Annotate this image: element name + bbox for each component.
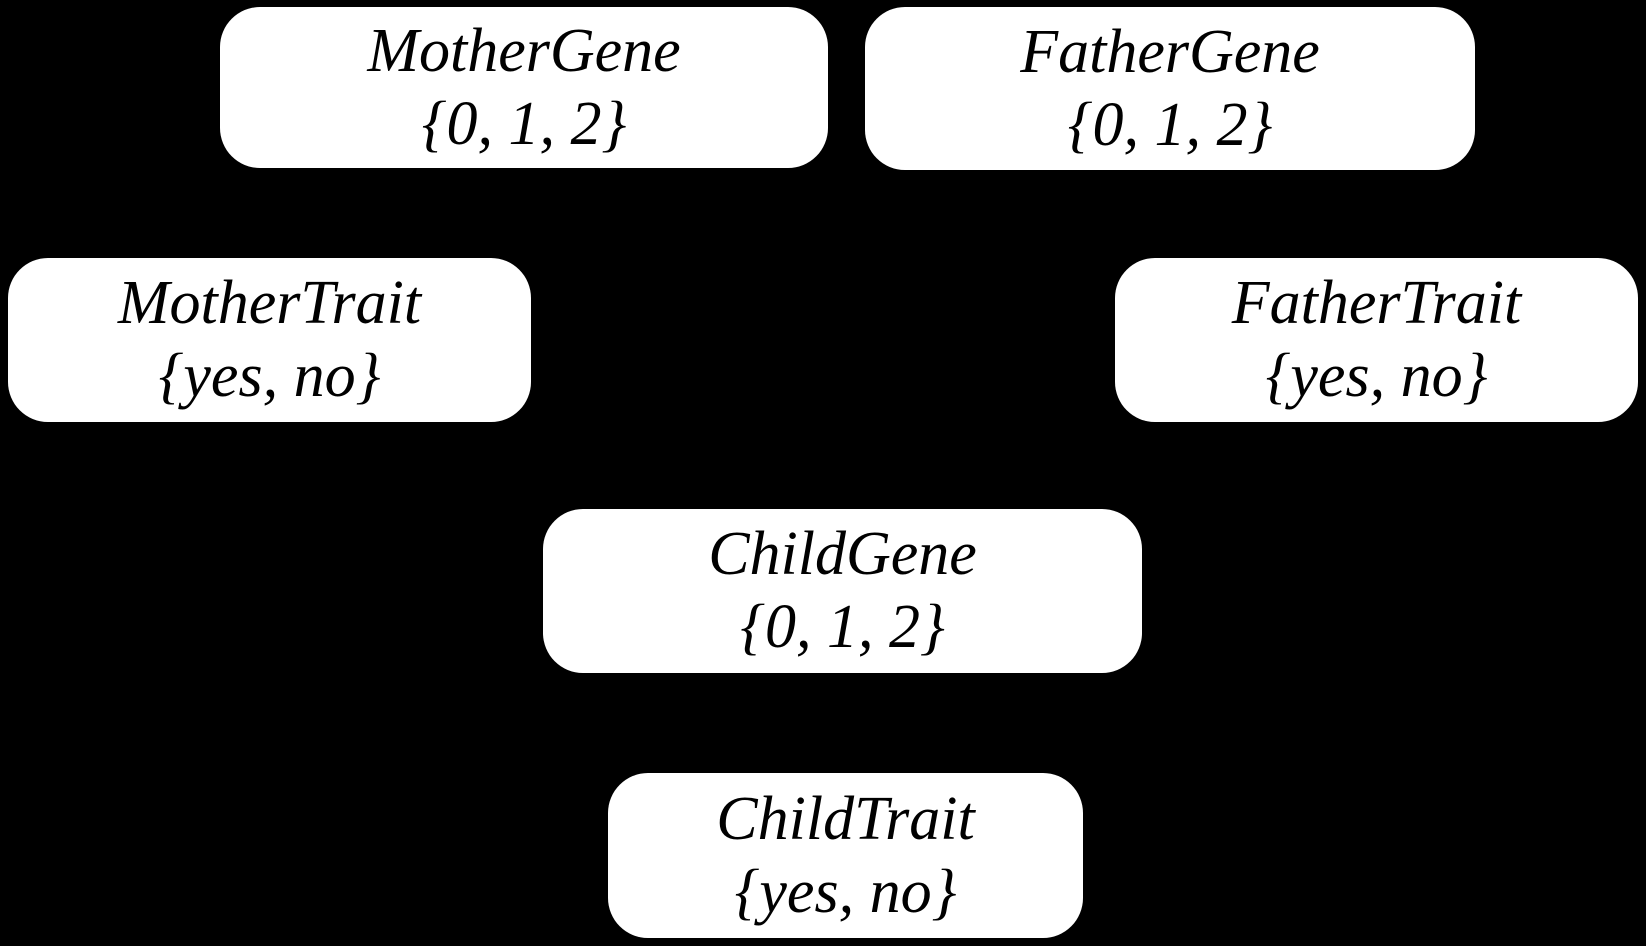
node-label: MotherTrait <box>117 269 422 337</box>
node-mother-gene: MotherGene {0, 1, 2} <box>220 7 828 168</box>
node-values: {0, 1, 2} <box>740 593 945 661</box>
node-values: {yes, no} <box>1265 342 1488 410</box>
node-values: {yes, no} <box>158 342 381 410</box>
node-father-trait: FatherTrait {yes, no} <box>1115 258 1638 422</box>
node-mother-trait: MotherTrait {yes, no} <box>8 258 531 422</box>
node-child-gene: ChildGene {0, 1, 2} <box>543 509 1142 673</box>
node-father-gene: FatherGene {0, 1, 2} <box>865 7 1475 170</box>
node-label: FatherTrait <box>1231 269 1522 337</box>
node-values: {0, 1, 2} <box>421 89 627 158</box>
node-label: ChildTrait <box>716 784 975 853</box>
node-label: MotherGene <box>367 16 681 85</box>
node-child-trait: ChildTrait {yes, no} <box>608 773 1083 938</box>
node-label: FatherGene <box>1020 17 1320 86</box>
node-values: {0, 1, 2} <box>1067 90 1273 159</box>
node-label: ChildGene <box>708 520 977 588</box>
node-values: {yes, no} <box>734 857 957 926</box>
